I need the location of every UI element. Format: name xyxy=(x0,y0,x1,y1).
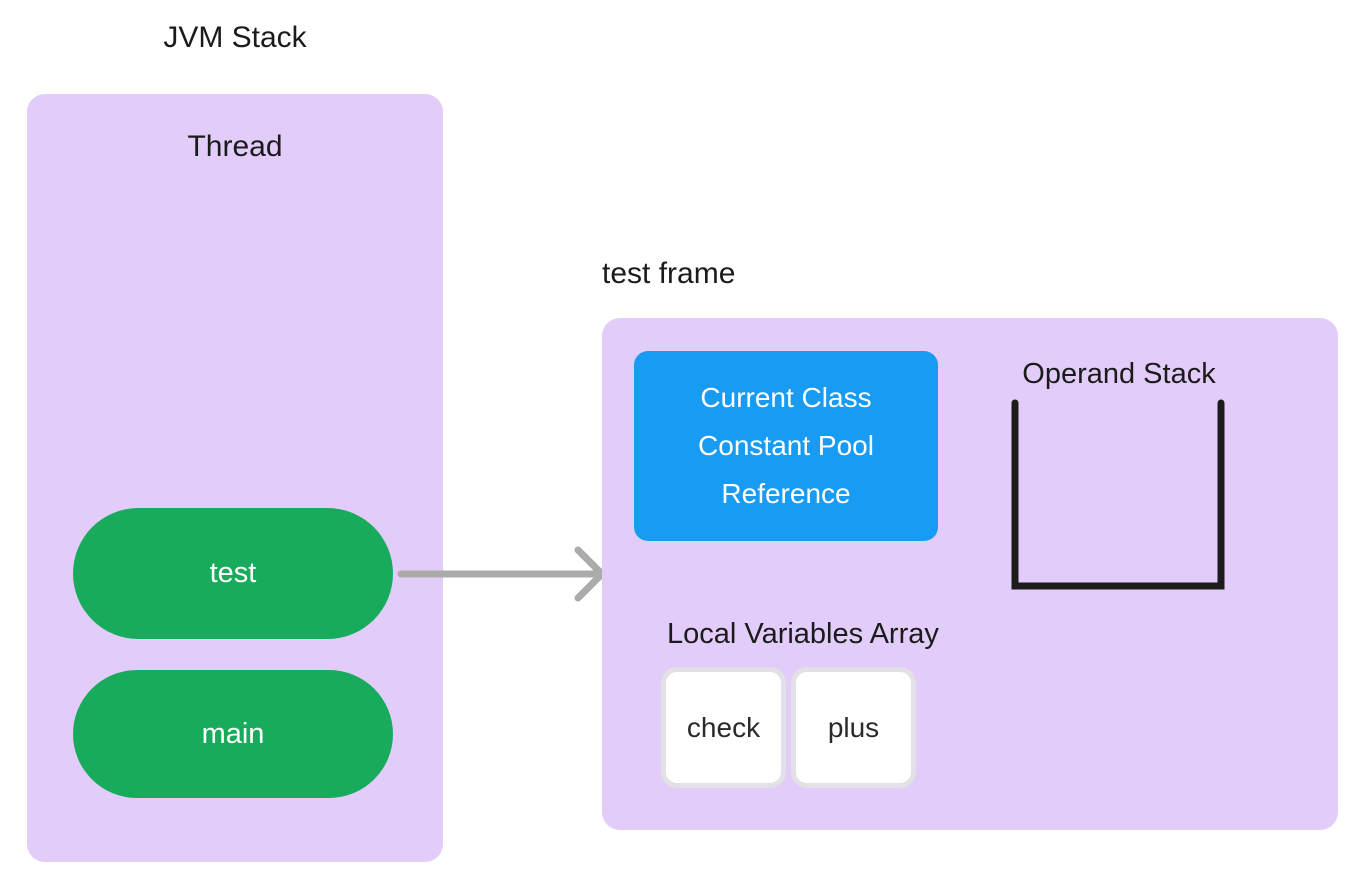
stack-frame-test: test xyxy=(73,508,393,639)
constant-pool-line-1: Current Class xyxy=(700,382,872,413)
local-variables-array-label: Local Variables Array xyxy=(667,618,939,650)
local-variable-slot-plus: plus xyxy=(791,667,916,788)
jvm-stack-title: JVM Stack xyxy=(163,21,307,54)
constant-pool-reference-box: Current Class Constant Pool Reference xyxy=(634,351,938,541)
local-variable-slot-check: check xyxy=(661,667,786,788)
thread-panel: Thread test main xyxy=(27,94,443,862)
thread-label: Thread xyxy=(187,130,283,163)
constant-pool-line-3: Reference xyxy=(721,478,851,509)
stack-frame-main: main xyxy=(73,670,393,798)
test-frame-title: test frame xyxy=(602,257,736,290)
operand-stack-container-icon xyxy=(1011,399,1225,590)
constant-pool-line-2: Constant Pool xyxy=(698,430,874,461)
operand-stack-label: Operand Stack xyxy=(1022,358,1216,390)
test-frame-panel: Current Class Constant Pool Reference Op… xyxy=(602,318,1338,830)
frame-pointer-arrow-icon xyxy=(397,546,606,602)
